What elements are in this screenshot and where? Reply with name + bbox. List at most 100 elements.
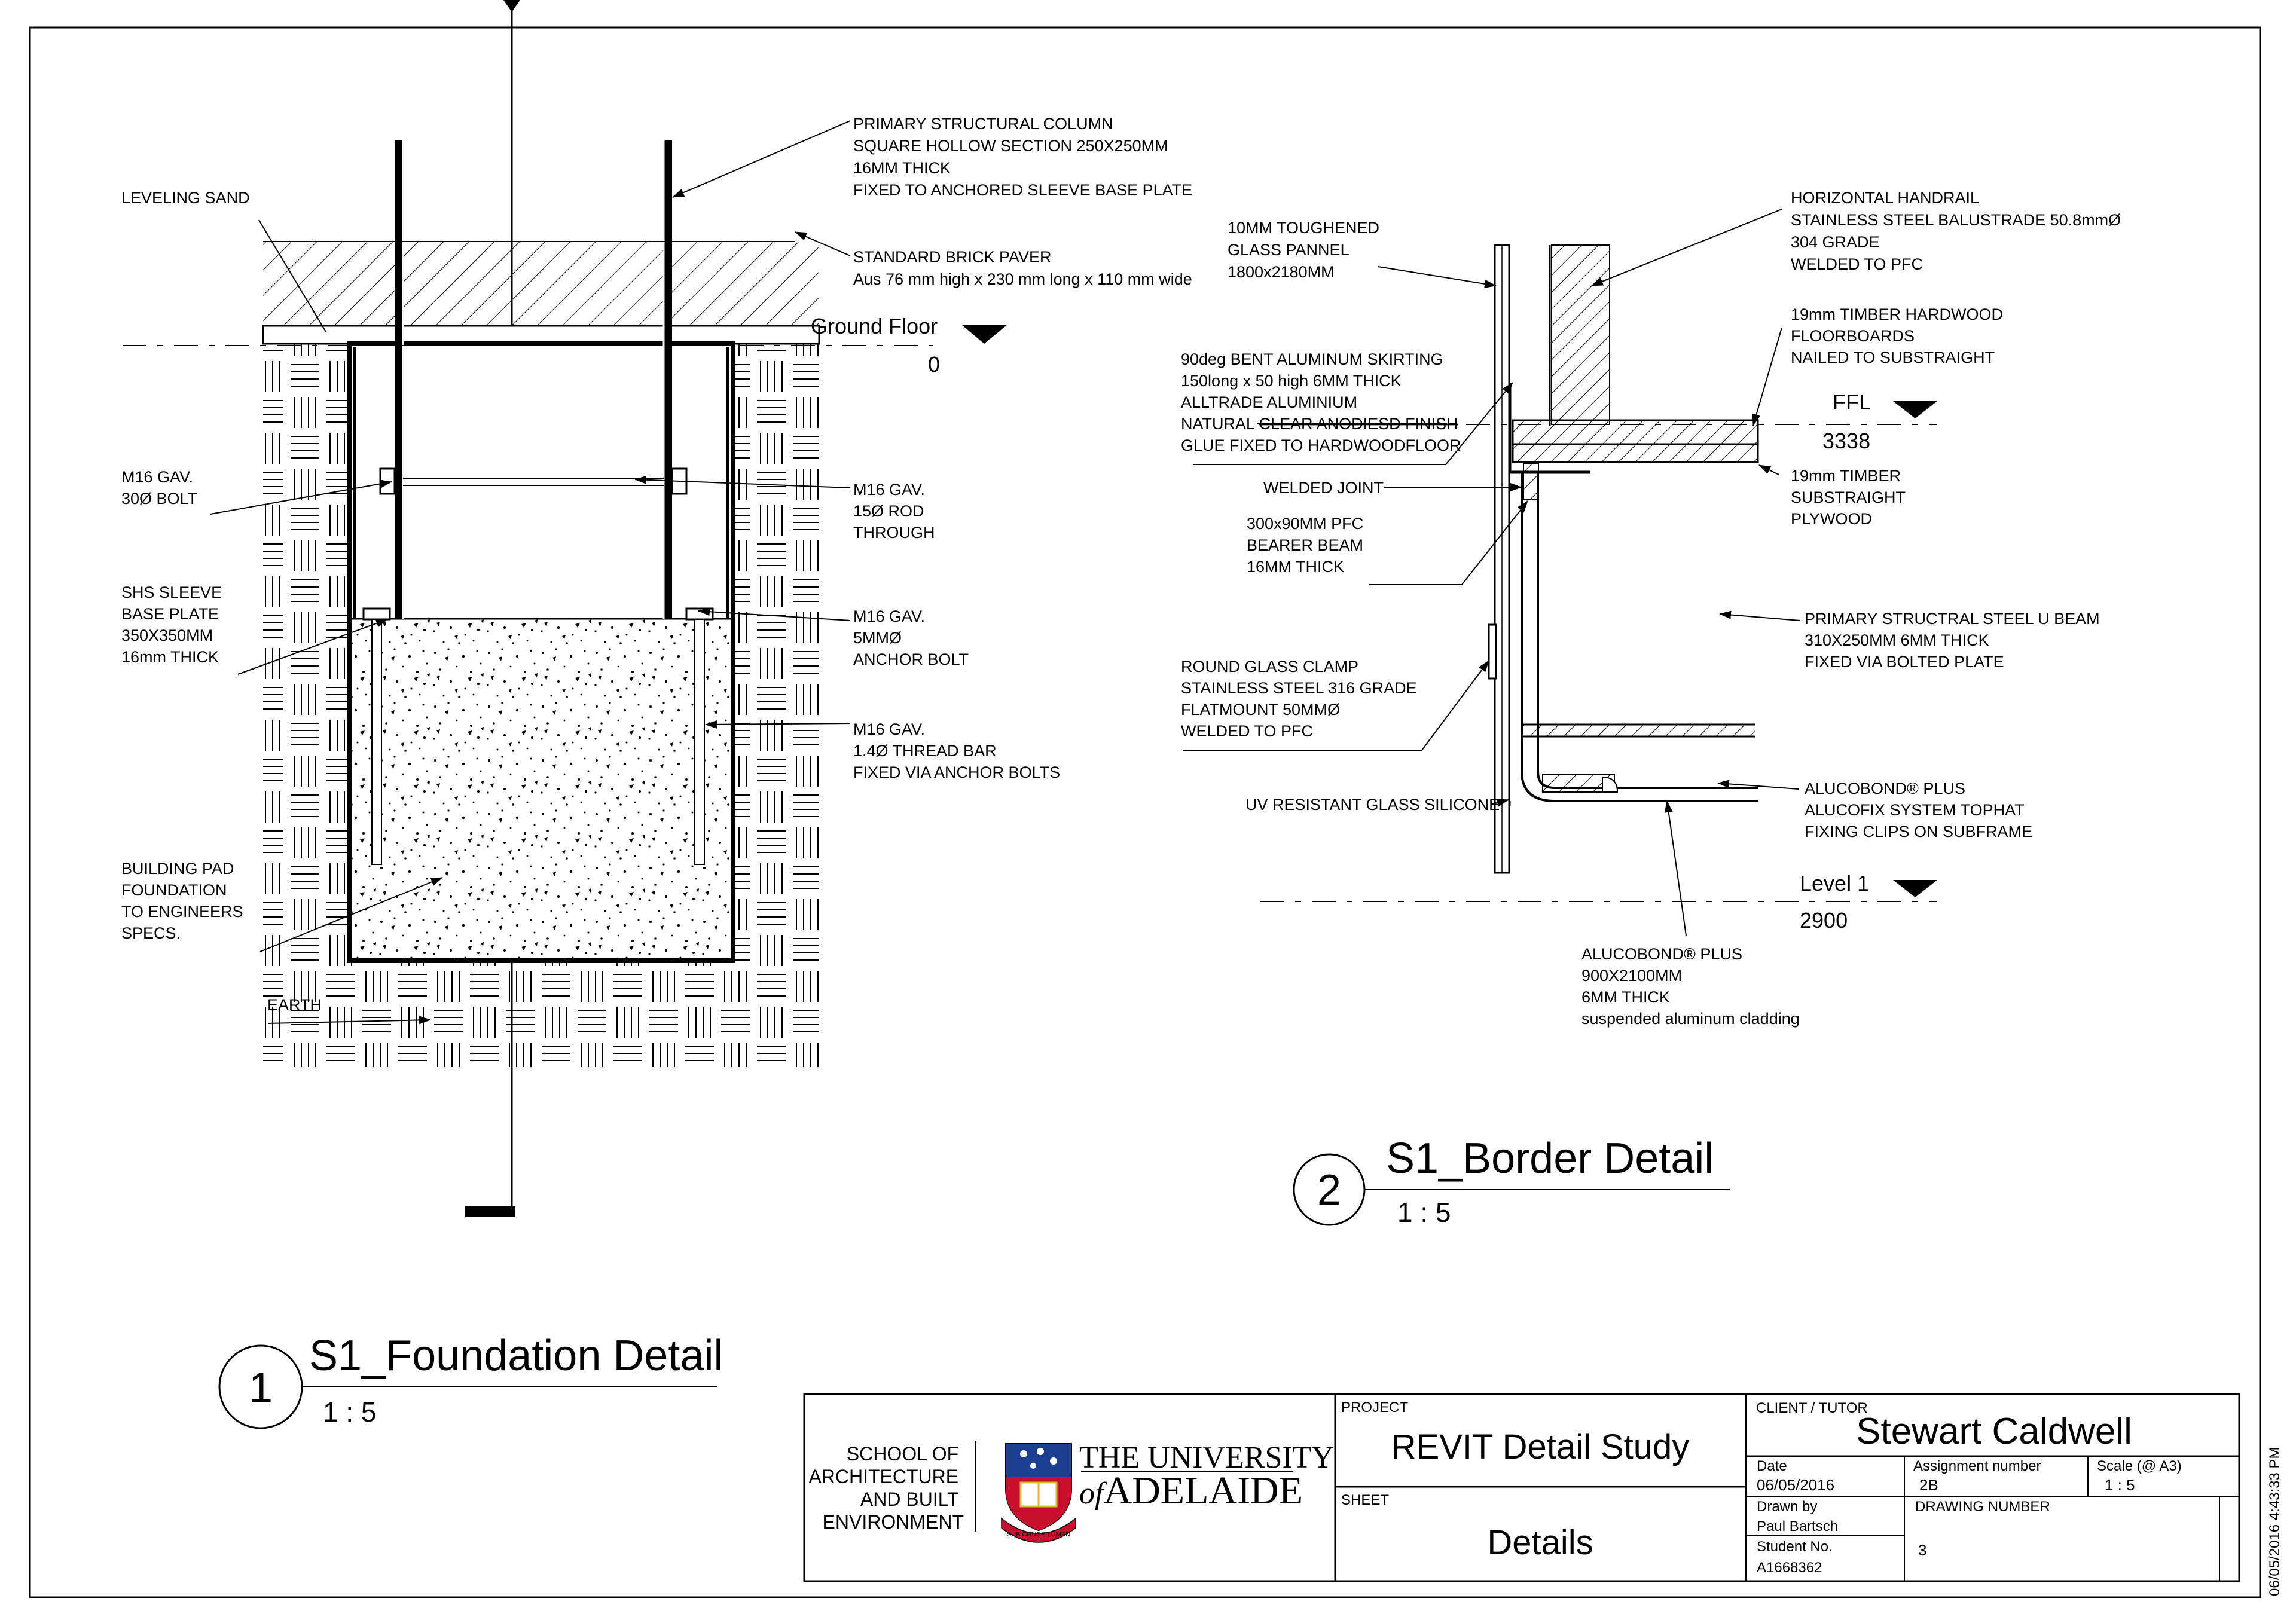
level-elev-ffl: 3338	[1822, 429, 1870, 453]
leader-sand	[258, 219, 326, 332]
leader-clamp	[1183, 660, 1489, 751]
bolt-head-left	[379, 467, 396, 495]
level-name-level1: Level 1	[1800, 871, 1869, 895]
leader-handrail	[1591, 209, 1782, 286]
leader-substrate	[1758, 464, 1779, 475]
paver-hatch	[263, 242, 819, 326]
note-pad: BUILDING PAD FOUNDATION TO ENGINEERS SPE…	[121, 860, 248, 942]
level-marker-level1	[1893, 880, 1937, 897]
leader-cladding	[1664, 800, 1687, 936]
detail-number-2: 2	[1317, 1166, 1341, 1214]
note-thread: M16 GAV. 1.4Ø THREAD BAR FIXED VIA ANCHO…	[853, 720, 1060, 781]
leader-alucofix	[1717, 780, 1799, 790]
note-column: PRIMARY STRUCTURAL COLUMN SQUARE HOLLOW …	[853, 115, 1192, 199]
leader-paver	[795, 231, 851, 256]
leader-earth	[267, 1016, 431, 1025]
concrete-pad	[352, 619, 731, 958]
school-name: SCHOOL OF ARCHITECTURE AND BUILT ENVIRON…	[808, 1443, 964, 1533]
leader-sleeve	[237, 619, 388, 675]
leader-rod	[634, 475, 851, 488]
note-substrate: 19mm TIMBER SUBSTRAIGHT PLYWOOD	[1791, 467, 1910, 528]
note-floorboards: 19mm TIMBER HARDWOOD FLOORBOARDS NAILED …	[1791, 305, 2008, 366]
assignment-value: 2B	[1919, 1476, 1938, 1494]
note-glass: 10MM TOUGHENED GLASS PANNEL 1800x2180MM	[1228, 219, 1384, 281]
sheet-label: SHEET	[1341, 1492, 1389, 1508]
drawing-number-value: 3	[1918, 1541, 1926, 1559]
leveling-sand	[262, 325, 820, 345]
drawn-label: Drawn by	[1757, 1499, 1817, 1515]
assignment-label: Assignment number	[1913, 1458, 2041, 1474]
scale-label: Scale (@ A3)	[2097, 1458, 2182, 1474]
level-name-ground: Ground Floor	[811, 314, 938, 338]
note-handrail: HORIZONTAL HANDRAIL STAINLESS STEEL BALU…	[1791, 189, 2126, 273]
client-label: CLIENT / TUTOR	[1756, 1400, 1868, 1416]
sheet-name: Details	[1487, 1523, 1593, 1562]
anchor-nut-left	[362, 607, 391, 621]
detail-title-2: S1_Border Detail	[1386, 1135, 1714, 1182]
note-paver: STANDARD BRICK PAVER Aus 76 mm high x 23…	[853, 248, 1192, 288]
section-arrow	[503, 0, 520, 12]
leader-pad	[259, 877, 443, 952]
crest-motto: SUB CRUCE LUMEN	[1007, 1531, 1070, 1538]
level-elev-level1: 2900	[1800, 908, 1848, 933]
note-clamp: ROUND GLASS CLAMP STAINLESS STEEL 316 GR…	[1181, 658, 1421, 740]
plywood-substrate	[1512, 443, 1759, 463]
note-pfc: 300x90MM PFC BEARER BEAM 16MM THICK	[1247, 515, 1368, 576]
client-name: Stewart Caldwell	[1856, 1411, 2132, 1452]
note-anchor: M16 GAV. 5MMØ ANCHOR BOLT	[853, 607, 969, 668]
glass-clamp	[1488, 623, 1497, 680]
leader-floorboards	[1752, 327, 1782, 426]
detail-title-1: S1_Foundation Detail	[309, 1332, 723, 1380]
leader-bolt	[210, 479, 392, 515]
note-alucofix: ALUCOBOND® PLUS ALUCOFIX SYSTEM TOPHAT F…	[1805, 780, 2032, 840]
detail-number-1: 1	[249, 1364, 273, 1412]
note-earth: EARTH	[267, 996, 322, 1014]
note-cladding: ALUCOBOND® PLUS 900X2100MM 6MM THICK sus…	[1581, 945, 1800, 1028]
column-wall-left	[395, 140, 403, 619]
pfc-bearer-beam	[1521, 472, 1758, 802]
column-wall-right	[664, 140, 672, 619]
border-detail: FFL 3338 Level 1 2900 10MM TOUGHENED GLA…	[1181, 189, 2126, 1228]
leader-thread	[705, 720, 851, 729]
print-timestamp: 06/05/2016 4:43:33 PM	[2267, 1447, 2283, 1596]
thread-bar-right	[694, 619, 705, 865]
student-label: Student No.	[1757, 1539, 1833, 1555]
project-name: REVIT Detail Study	[1391, 1428, 1690, 1466]
date-label: Date	[1757, 1458, 1787, 1474]
note-skirting: 90deg BENT ALUMINUM SKIRTING 150long x 5…	[1181, 350, 1463, 454]
drawn-value: Paul Bartsch	[1757, 1518, 1838, 1535]
foundation-detail: Ground Floor 0 PRIMARY STRUCTURAL COLUMN…	[121, 0, 1192, 1429]
detail-scale-1: 1 : 5	[323, 1396, 377, 1428]
leader-ubeam	[1719, 610, 1800, 621]
project-label: PROJECT	[1341, 1399, 1408, 1416]
scale-value: 1 : 5	[2105, 1476, 2135, 1494]
sheet-border	[29, 26, 2261, 1598]
level-name-ffl: FFL	[1833, 390, 1871, 414]
university-line2: ofADELAIDE	[1079, 1469, 1303, 1512]
leader-anchor	[698, 607, 851, 621]
date-value: 06/05/2016	[1757, 1476, 1834, 1494]
university-line1: THE UNIVERSITY	[1079, 1441, 1334, 1475]
note-silicone: UV RESISTANT GLASS SILICONE	[1245, 796, 1500, 814]
detail-scale-2: 1 : 5	[1397, 1197, 1451, 1228]
note-ubeam: PRIMARY STRUCTRAL STEEL U BEAM 310X250MM…	[1805, 610, 2104, 671]
leader-glass	[1378, 266, 1497, 288]
level-marker-ffl	[1893, 401, 1937, 418]
thread-bar-left	[371, 619, 382, 865]
note-rod: M16 GAV. 15Ø ROD THROUGH	[853, 481, 935, 542]
leader-silicone	[1491, 798, 1509, 807]
leader-skirting	[1193, 382, 1513, 465]
note-sleeve: SHS SLEEVE BASE PLATE 350X350MM 16mm THI…	[121, 583, 227, 666]
level-elev-ground: 0	[928, 352, 940, 377]
handrail-hatch	[1551, 244, 1610, 425]
drawing-number-label: DRAWING NUMBER	[1915, 1499, 2050, 1515]
anchor-nut-right	[685, 607, 714, 621]
title-block: SCHOOL OF ARCHITECTURE AND BUILT ENVIRON…	[803, 1393, 2240, 1582]
student-value: A1668362	[1757, 1560, 1822, 1576]
note-sand: LEVELING SAND	[121, 189, 250, 207]
university-crest: SUB CRUCE LUMEN	[1001, 1443, 1076, 1543]
note-bolt: M16 GAV. 30Ø BOLT	[121, 468, 198, 508]
level-marker-ground	[961, 325, 1007, 344]
note-welded: WELDED JOINT	[1263, 479, 1384, 497]
